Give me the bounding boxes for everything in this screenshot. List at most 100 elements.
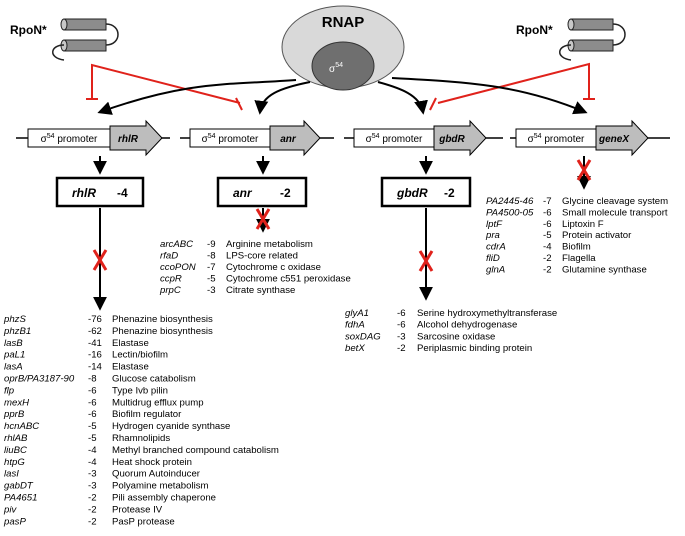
target-fold: -5 [88, 421, 97, 432]
target-gene: arcABC [160, 239, 193, 250]
target-fold: -5 [88, 433, 97, 444]
target-description: Polyamine metabolism [112, 481, 209, 492]
target-gene: glyA1 [345, 308, 369, 319]
target-gene: lptF [486, 219, 503, 230]
target-description: Lectin/biofilm [112, 350, 168, 361]
target-gene: gabDT [4, 481, 34, 492]
target-description: Cytochrome c oxidase [226, 262, 321, 273]
target-fold: -4 [88, 457, 97, 468]
target-fold: -14 [88, 362, 103, 373]
target-description: Biofilm regulator [112, 409, 182, 420]
target-description: Multidrug efflux pump [112, 397, 204, 408]
block-x-anr [255, 208, 271, 230]
block-x-geneX [576, 159, 592, 181]
target-gene: mexH [4, 397, 29, 408]
protein-name-anr: anr [233, 186, 253, 200]
target-fold: -5 [543, 230, 552, 241]
target-gene: fliD [486, 253, 500, 264]
target-fold: -7 [543, 196, 552, 207]
target-fold: -2 [88, 516, 97, 527]
target-description: Glutamine synthase [562, 264, 647, 275]
gene-label-rhlR: rhlR [118, 134, 139, 145]
target-description: Serine hydroxymethyltransferase [417, 308, 557, 319]
gene-label-anr: anr [280, 134, 297, 145]
protein-box-gbdR: gbdR -2 [380, 176, 472, 208]
target-gene: flp [4, 385, 15, 396]
block-x-gbdR [418, 250, 434, 272]
promoter-label: σ54 promoter [41, 133, 98, 145]
target-fold: -6 [397, 320, 406, 331]
target-description: Protease IV [112, 504, 163, 515]
target-fold: -3 [88, 469, 97, 480]
gene-label-geneX: geneX [598, 134, 630, 145]
target-fold: -41 [88, 338, 102, 349]
target-gene: rfaD [160, 251, 178, 262]
target-fold: -7 [207, 262, 216, 273]
target-gene: soxDAG [345, 331, 381, 342]
target-description: Hydrogen cyanide synthase [112, 421, 230, 432]
target-description: Phenazine biosynthesis [112, 326, 213, 337]
promoter-label: σ54 promoter [366, 133, 423, 145]
target-description: Small molecule transport [562, 207, 668, 218]
target-fold: -4 [543, 242, 552, 253]
target-fold: -4 [88, 445, 97, 456]
target-fold: -2 [543, 253, 552, 264]
target-description: Rhamnolipids [112, 433, 170, 444]
target-gene: phzS [3, 314, 26, 325]
block-x-rhlR [92, 249, 108, 271]
target-gene: PA4500-05 [486, 207, 534, 218]
target-gene: PA2445-46 [486, 196, 534, 207]
gene-unit-gbdR: σ54 promoter gbdR [353, 119, 487, 157]
target-description: Glycine cleavage system [562, 196, 668, 207]
promoter-label: σ54 promoter [202, 133, 259, 145]
target-gene: pprB [3, 409, 25, 420]
target-fold: -6 [543, 207, 552, 218]
target-description: Sarcosine oxidase [417, 331, 495, 342]
target-gene: pra [485, 230, 500, 241]
target-description: Glucose catabolism [112, 374, 196, 385]
rpon-right: RpoN* [516, 18, 626, 61]
protein-fold-anr: -2 [280, 186, 291, 200]
target-gene: prpC [159, 285, 181, 296]
protein-fold-gbdR: -2 [444, 186, 455, 200]
target-gene: liuBC [4, 445, 27, 456]
target-fold: -62 [88, 326, 102, 337]
rnap-arrows [97, 77, 588, 115]
gene-unit-rhlR: σ54 promoter rhlR [27, 119, 163, 157]
target-fold: -3 [207, 285, 216, 296]
rpon-left: RpoN* [10, 18, 119, 61]
target-gene: hcnABC [4, 421, 39, 432]
target-fold: -6 [397, 308, 406, 319]
target-description: Citrate synthase [226, 285, 295, 296]
target-gene: oprB/PA3187-90 [4, 374, 75, 385]
target-fold: -16 [88, 350, 102, 361]
target-gene: paL1 [3, 350, 25, 361]
target-fold: -6 [543, 219, 552, 230]
protein-box-rhlR: rhlR -4 [55, 176, 145, 208]
gene-unit-geneX: σ54 promoter geneX [515, 119, 649, 157]
target-description: Phenazine biosynthesis [112, 314, 213, 325]
inhibition-lines [86, 62, 595, 111]
target-fold: -5 [207, 274, 216, 285]
target-gene: ccoPON [160, 262, 196, 273]
target-description: LPS-core related [226, 251, 298, 262]
target-fold: -9 [207, 239, 216, 250]
gene-label-gbdR: gbdR [438, 134, 465, 145]
target-gene: lasA [4, 362, 23, 373]
target-description: Arginine metabolism [226, 239, 313, 250]
target-description: Heat shock protein [112, 457, 192, 468]
target-gene: glnA [486, 264, 505, 275]
rpon-left-label: RpoN* [10, 23, 47, 37]
target-gene: betX [345, 343, 365, 354]
gene-unit-anr: σ54 promoter anr [189, 119, 321, 157]
target-description: PasP protease [112, 516, 175, 527]
target-gene: rhlAB [4, 433, 28, 444]
target-gene: ccpR [160, 274, 182, 285]
target-description: Type Ivb pilin [112, 385, 168, 396]
target-description: Biofilm [562, 242, 591, 253]
target-fold: -2 [543, 264, 552, 275]
